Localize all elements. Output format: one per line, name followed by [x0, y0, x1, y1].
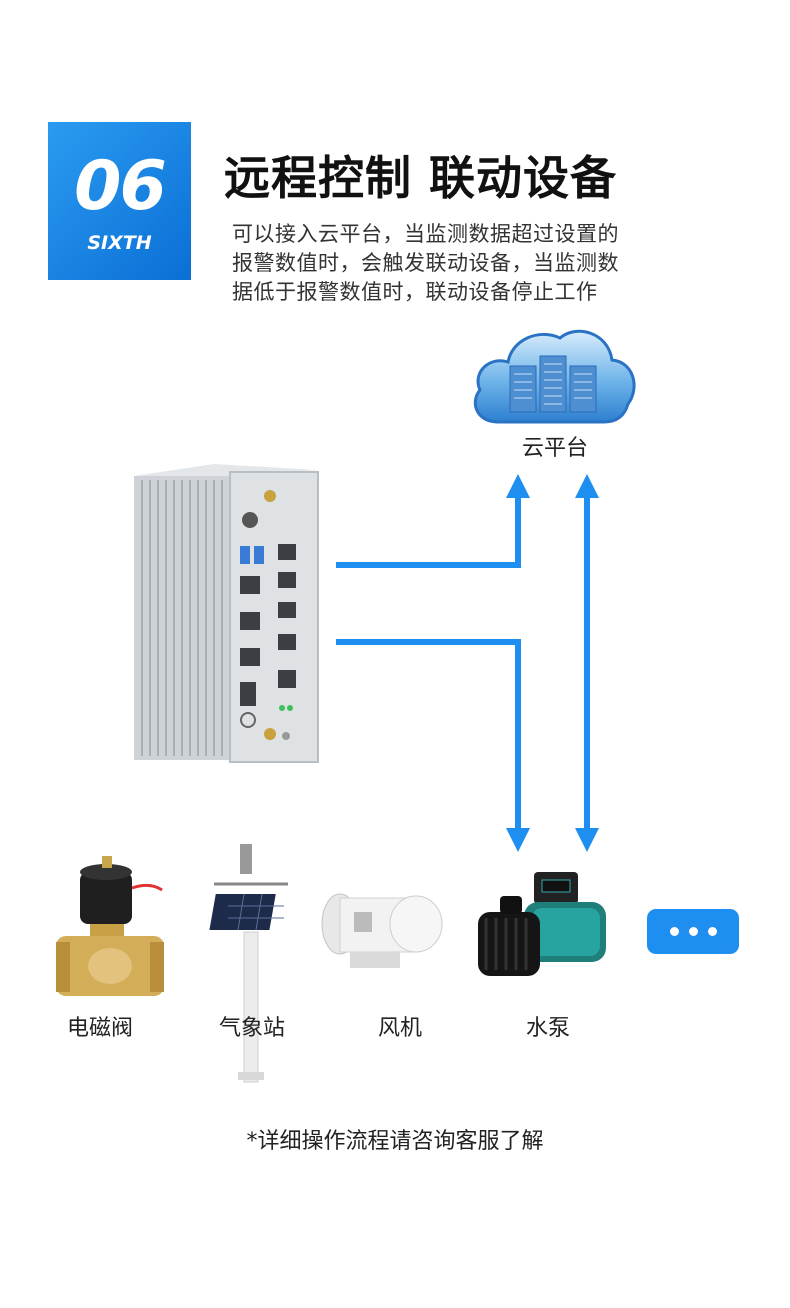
downlink-arrow: [336, 639, 521, 830]
description-line: 可以接入云平台，当监测数据超过设置的: [232, 222, 619, 246]
cloud-platform-label: 云平台: [521, 436, 588, 461]
more-devices-button[interactable]: [647, 909, 739, 954]
bidirectional-arrowhead-bottom: [575, 828, 599, 852]
solenoid-valve-label: 电磁阀: [66, 1016, 133, 1041]
uplink-arrow: [336, 494, 521, 568]
weather-station-icon: [209, 844, 288, 1083]
gateway-device-icon: [134, 464, 319, 763]
section-badge: 06 SIXTH: [48, 122, 191, 280]
badge-subtitle: SIXTH: [87, 232, 152, 254]
ellipsis-icon: [707, 927, 717, 936]
ellipsis-icon: [688, 927, 698, 936]
fan-label: 风机: [377, 1016, 422, 1041]
badge-number: 06: [74, 147, 167, 226]
ellipsis-icon: [669, 927, 679, 936]
weather-station-label: 气象站: [218, 1016, 285, 1041]
cloud-platform-icon: [474, 329, 636, 424]
description-line: 报警数值时，会触发联动设备，当监测数: [232, 251, 619, 275]
uplink-arrowhead: [506, 474, 530, 498]
description-line: 据低于报警数值时，联动设备停止工作: [232, 280, 598, 304]
water-pump-icon: [478, 872, 606, 976]
solenoid-valve-icon: [56, 856, 164, 996]
page-title: 远程控制 联动设备: [224, 151, 618, 205]
fan-icon: [321, 893, 443, 968]
bidirectional-arrowhead-top: [575, 474, 599, 498]
description: 可以接入云平台，当监测数据超过设置的 报警数值时，会触发联动设备，当监测数 据低…: [232, 220, 672, 307]
footnote: *详细操作流程请咨询客服了解: [246, 1129, 544, 1154]
downlink-arrowhead: [506, 828, 530, 852]
water-pump-label: 水泵: [525, 1016, 570, 1041]
